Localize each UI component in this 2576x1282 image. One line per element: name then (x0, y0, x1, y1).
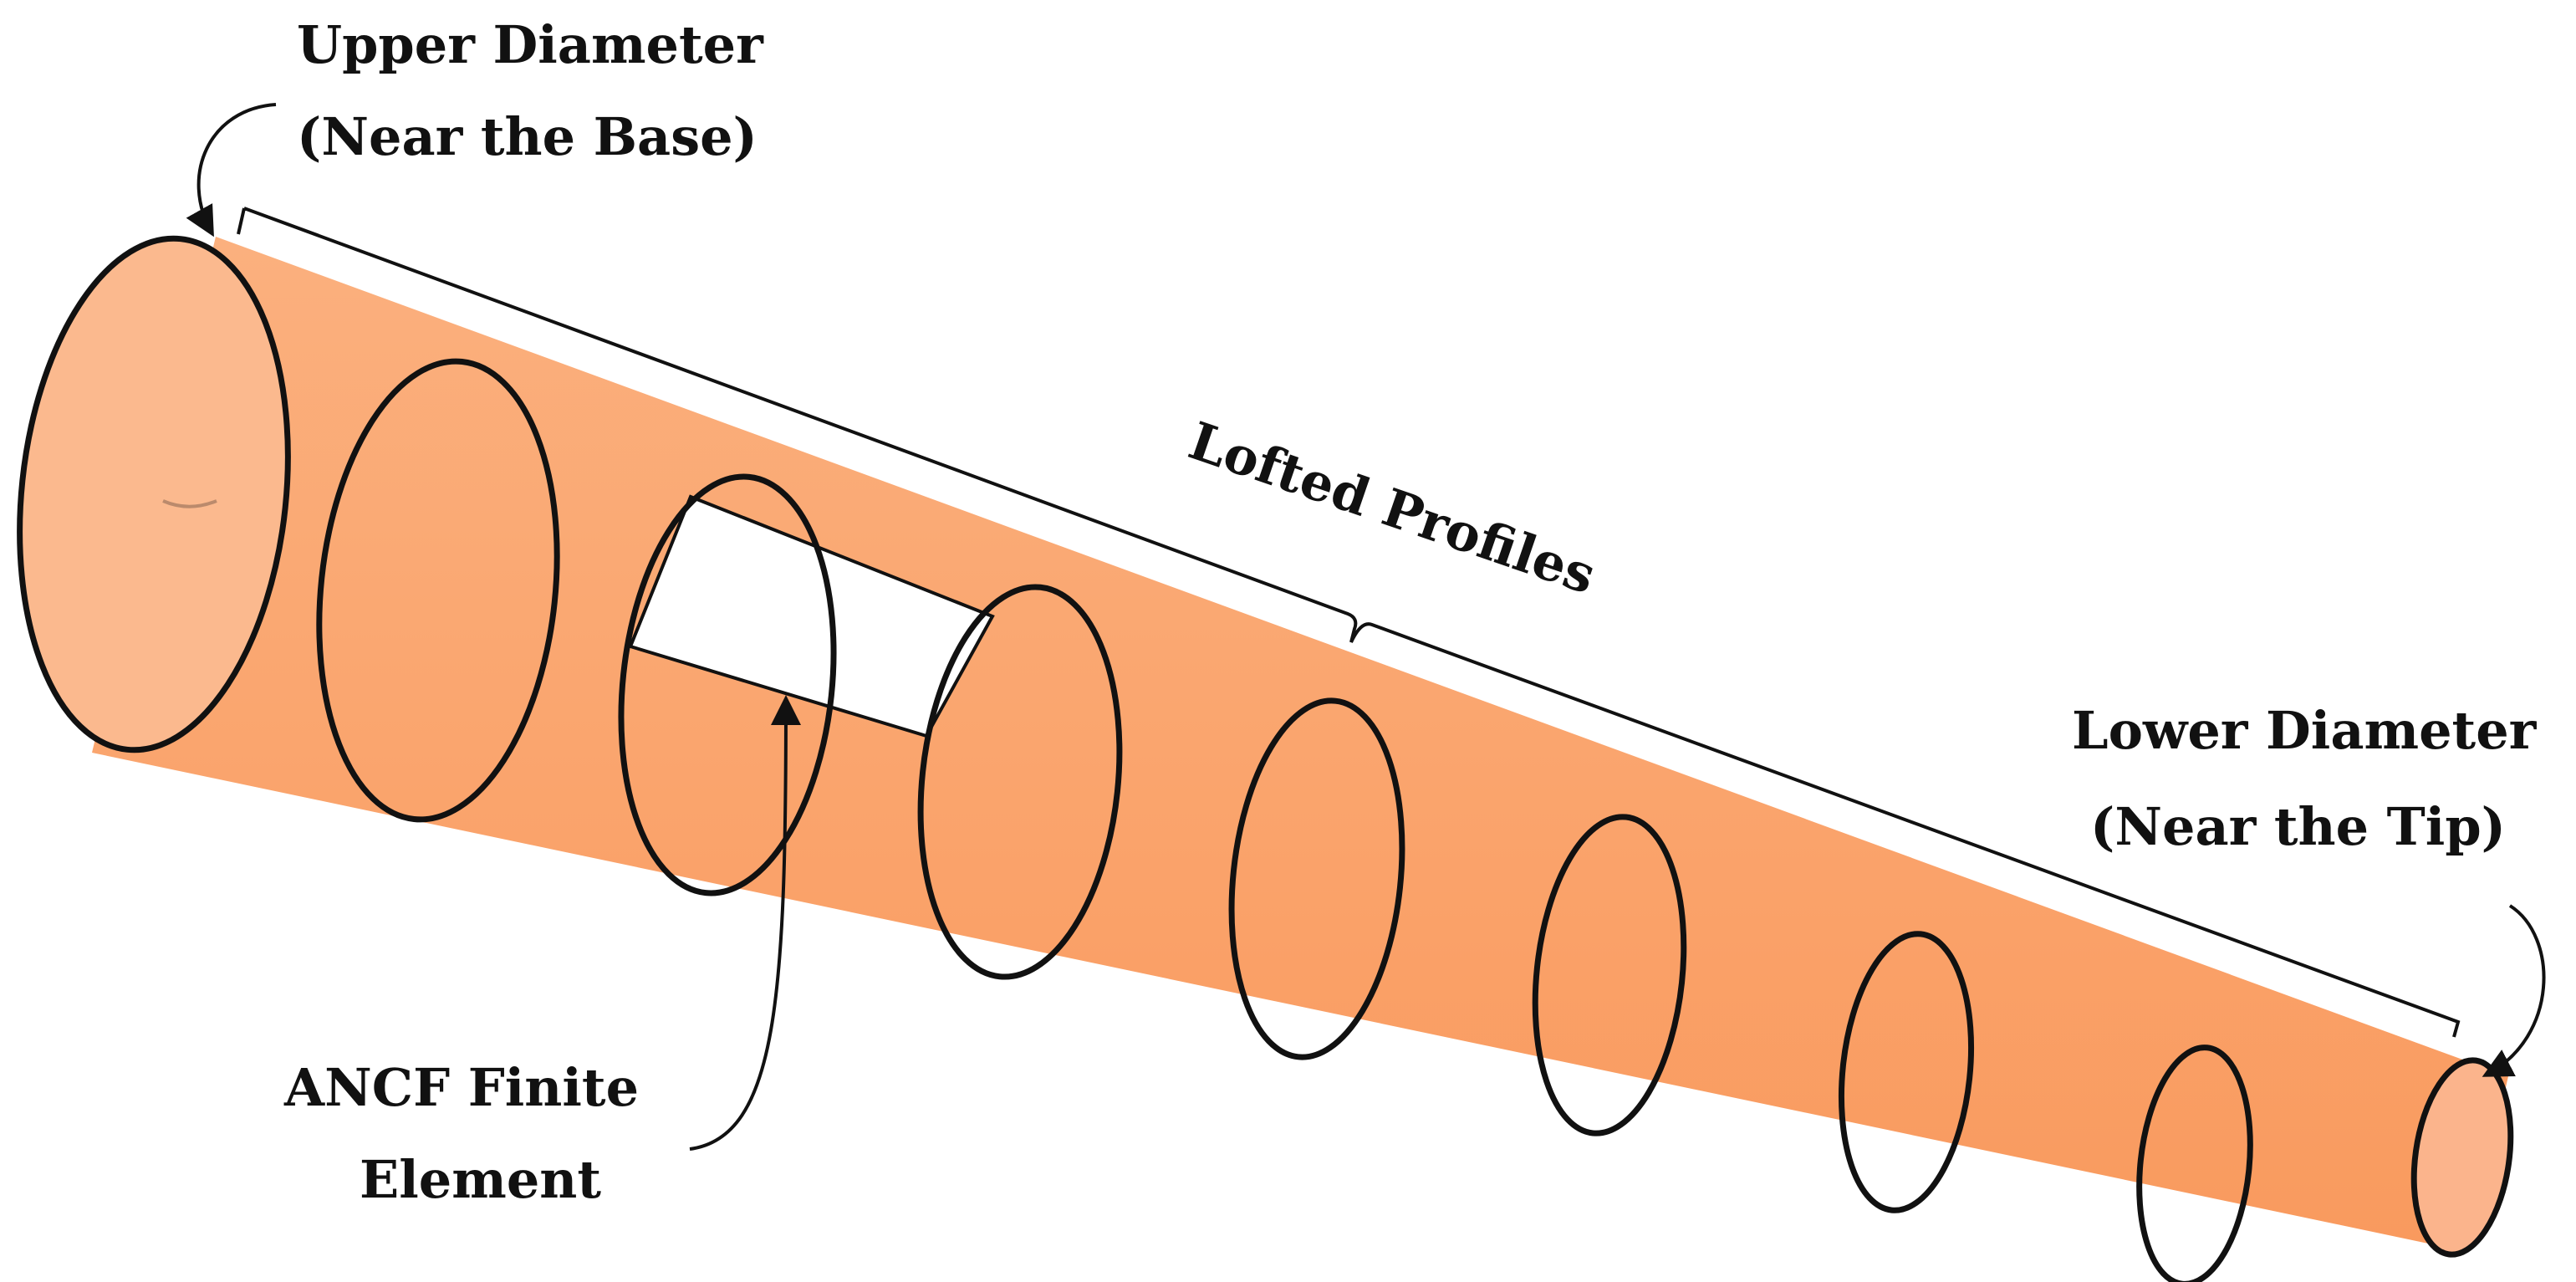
tip-face (2410, 1057, 2514, 1258)
profile-3 (618, 473, 837, 896)
upper-diameter-label-line1: Upper Diameter (297, 14, 764, 75)
ancf-element-label-line2: Element (360, 1149, 601, 1210)
ancf-element-arrow (689, 695, 801, 1151)
profile-8 (2136, 1044, 2253, 1282)
tapered-body (92, 237, 2508, 1252)
profile-5 (1228, 697, 1405, 1060)
ancf-element-label-line1: ANCF Finite (283, 1057, 639, 1118)
lower-diameter-label-line1: Lower Diameter (2072, 700, 2538, 761)
lower-diameter-label-line2: (Near the Tip) (2090, 796, 2506, 857)
profile-back-halves (162, 499, 217, 508)
profile-7 (1838, 931, 1975, 1213)
profile-4 (917, 584, 1123, 980)
lofted-profiles-brace (237, 207, 2461, 1038)
base-face (19, 238, 288, 750)
profile-1 (17, 235, 291, 753)
profile-rings (17, 235, 2253, 1282)
profile-6 (1532, 814, 1687, 1136)
lower-diameter-arrow (2482, 904, 2546, 1077)
profile-2 (316, 358, 560, 823)
upper-diameter-arrow (186, 103, 277, 238)
upper-diameter-label-line2: (Near the Base) (297, 106, 757, 167)
